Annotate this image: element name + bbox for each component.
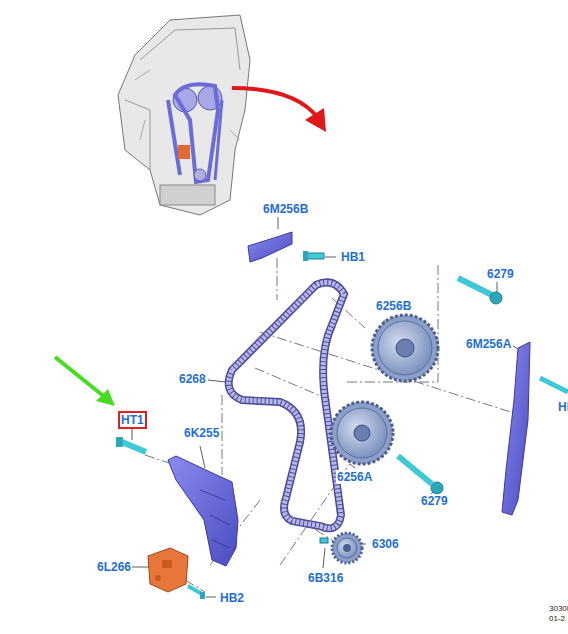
callout-number: HB1 bbox=[340, 250, 366, 264]
center-lines bbox=[145, 258, 520, 592]
key bbox=[320, 538, 328, 543]
view-arrow-head bbox=[305, 108, 326, 132]
callout-number: HB2 bbox=[219, 591, 245, 605]
leader-lines bbox=[132, 217, 520, 597]
callout-number: 6L266 bbox=[96, 560, 132, 574]
tensioner bbox=[148, 548, 188, 592]
callout-number: 6306 bbox=[371, 537, 400, 551]
callout-number: 6M256A bbox=[465, 337, 512, 351]
callout-number: HT1 bbox=[120, 413, 145, 427]
pointer-arrow bbox=[55, 357, 106, 398]
callout-number: 6M256B bbox=[262, 202, 309, 216]
bolt-6279-lower bbox=[398, 456, 443, 494]
bolt-hb1 bbox=[303, 251, 324, 261]
callout-number: 6256A bbox=[336, 470, 373, 484]
sprocket-6306 bbox=[332, 533, 362, 563]
chain-guide-right bbox=[502, 342, 530, 515]
highlight-box: HT1 bbox=[118, 411, 147, 429]
callout-number: 6279 bbox=[486, 267, 515, 281]
timing-chain bbox=[229, 282, 344, 528]
bolt-hb2 bbox=[188, 586, 205, 599]
callout-number: HI bbox=[557, 400, 568, 414]
engine-view bbox=[118, 15, 250, 215]
view-arrow bbox=[232, 88, 318, 118]
bolt-right bbox=[540, 378, 568, 392]
drawing-code: 01-2 bbox=[548, 614, 566, 624]
sprocket-6256B bbox=[372, 315, 438, 381]
bolt-6279-upper bbox=[458, 278, 502, 304]
callout-number: 6268 bbox=[178, 372, 207, 386]
pointer-arrow-head bbox=[96, 389, 115, 406]
callout-number: 6256B bbox=[375, 299, 412, 313]
callout-number: 6279 bbox=[420, 494, 449, 508]
chain-guide-upper bbox=[248, 232, 292, 262]
callout-number: 6B316 bbox=[307, 571, 344, 585]
bolt-ht1 bbox=[116, 437, 146, 452]
tensioner-arm bbox=[168, 456, 238, 566]
drawing-code: 3030I bbox=[548, 604, 568, 614]
sprocket-6256A bbox=[331, 402, 393, 464]
callout-number: 6K255 bbox=[183, 426, 220, 440]
